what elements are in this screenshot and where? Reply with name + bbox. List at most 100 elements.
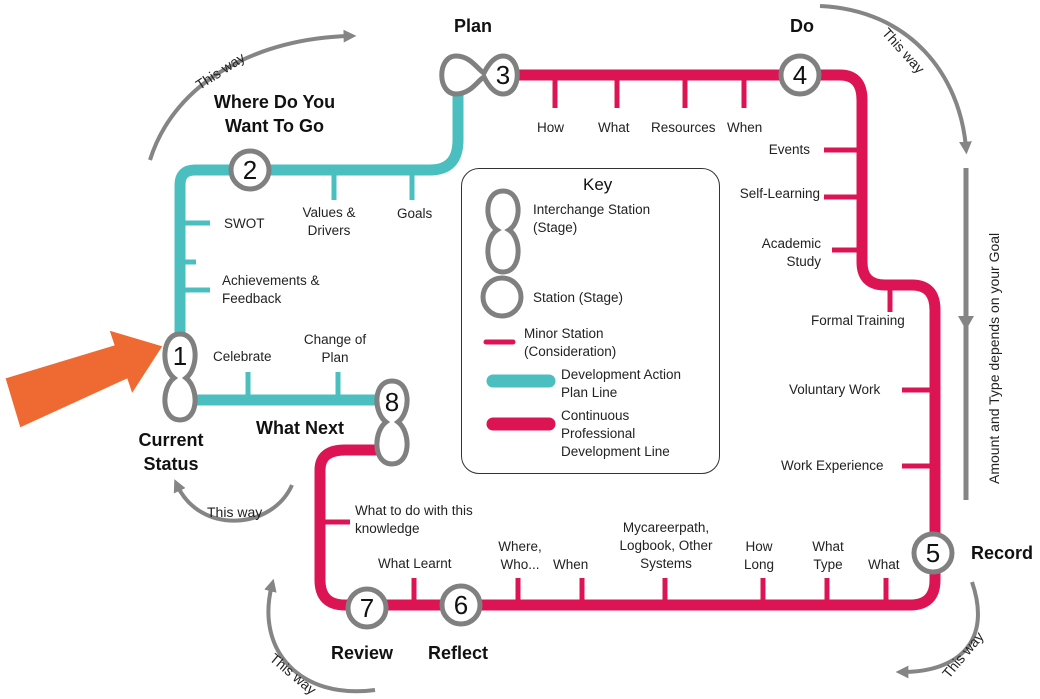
heading-review: Review	[331, 643, 394, 663]
label-values-line-1: Values &	[302, 205, 356, 220]
label-what-to-do-line-1: What to do with this	[355, 503, 473, 518]
interchange-station-1-shape	[162, 331, 198, 423]
station-4-number: 4	[792, 60, 808, 90]
label-change-line-1: Change of	[303, 332, 367, 347]
key-cpd-line-1: Continuous	[561, 408, 630, 423]
key-minor-line-2: (Consideration)	[524, 344, 617, 359]
label-what-type-line-1: What	[812, 539, 844, 554]
label-resources: Resources	[651, 120, 716, 135]
amount-and-type-text: Amount and Type depends on your Goal	[986, 232, 1002, 484]
key-minor-line-1: Minor Station	[524, 326, 604, 341]
label-systems-line-2: Logbook, Other	[619, 538, 713, 553]
label-what-learnt: What Learnt	[378, 556, 452, 571]
label-where-who-line-2: Who...	[500, 557, 540, 572]
label-systems-line-1: Mycareerpath,	[622, 520, 710, 535]
label-what-type-line-2: Type	[813, 557, 843, 572]
arrow-bottom-right	[895, 581, 980, 679]
station-3-number: 3	[495, 60, 511, 90]
key-cpd-line-2: Professional	[561, 426, 636, 441]
label-values-drivers: Values & Drivers	[292, 204, 366, 240]
label-achievements-line-1: Achievements &	[222, 273, 320, 288]
key-station-label: Station (Stage)	[533, 290, 624, 305]
label-academic-line-1: Academic	[761, 236, 821, 251]
arrow-bottom-left	[264, 578, 376, 694]
label-achievements-line-2: Feedback	[222, 291, 282, 306]
label-swot: SWOT	[224, 216, 265, 231]
cpd-line	[314, 69, 941, 611]
station-1-number: 1	[172, 341, 188, 371]
station-8-number: 8	[384, 387, 400, 417]
station-5-number: 5	[925, 538, 941, 568]
key-minor-label: Minor Station (Consideration)	[524, 325, 616, 361]
label-where-who: Where, Who...	[490, 538, 550, 574]
this-way-left-lower: This way	[207, 504, 263, 520]
key-dap-label: Development Action Plan Line	[561, 366, 681, 402]
key-interchange-label: Interchange Station (Stage)	[533, 201, 650, 237]
arrow-top-left	[148, 29, 357, 161]
teal-minor-ticks	[180, 170, 415, 400]
heading-current-line-2: Status	[143, 454, 199, 474]
label-what-to-do-with-knowledge: What to do with this knowledge	[355, 502, 473, 538]
label-how-long-line-1: How	[745, 539, 773, 554]
label-achievements-feedback: Achievements & Feedback	[222, 272, 320, 308]
label-voluntary-work: Voluntary Work	[789, 382, 881, 397]
this-way-arrows	[148, 4, 980, 694]
key-station-icon	[480, 275, 524, 319]
key-box	[461, 168, 720, 474]
label-when-bottom: When	[553, 557, 589, 572]
key-dap-line-1: Development Action	[561, 367, 682, 382]
label-work-experience: Work Experience	[781, 458, 884, 473]
key-interchange-line-2: (Stage)	[533, 220, 578, 235]
heading-where-line-2: Want To Go	[225, 116, 324, 136]
heading-where-do-you-want-to-go: Where Do You Want To Go	[202, 90, 347, 138]
label-how: How	[537, 120, 565, 135]
label-what-to-do-line-2: knowledge	[355, 521, 420, 536]
key-dap-line-2: Plan Line	[561, 385, 618, 400]
key-interchange-line-1: Interchange Station	[533, 202, 651, 217]
label-events: Events	[768, 142, 810, 157]
arrow-left-lower	[173, 479, 294, 523]
label-values-line-2: Drivers	[307, 223, 351, 238]
heading-where-line-1: Where Do You	[213, 92, 336, 112]
label-celebrate: Celebrate	[213, 349, 272, 364]
heading-what-next: What Next	[256, 418, 345, 438]
station-circles	[228, 53, 955, 630]
interchange-station-3-shape	[439, 53, 520, 97]
interchange-station-8-shape	[374, 378, 410, 467]
label-self-learning: Self-Learning	[739, 186, 820, 201]
key-title: Key	[583, 175, 613, 194]
label-what-type: What Type	[805, 538, 851, 574]
heading-current-status: Current Status	[126, 428, 216, 476]
label-systems-line-3: Systems	[640, 556, 692, 571]
station-2-number: 2	[242, 155, 258, 185]
label-how-long: How Long	[735, 538, 783, 574]
label-academic-line-2: Study	[786, 254, 821, 269]
station-7-number: 7	[359, 593, 375, 623]
label-what: What	[598, 120, 630, 135]
label-what-bottom: What	[868, 557, 900, 572]
label-academic-study: Academic Study	[740, 235, 821, 271]
development-action-plan-line	[174, 75, 464, 390]
key-cpd-label: Continuous Professional Development Line	[561, 407, 670, 461]
label-how-long-line-2: Long	[743, 557, 775, 572]
arrow-top-right	[819, 4, 972, 155]
label-systems: Mycareerpath, Logbook, Other Systems	[610, 519, 722, 573]
label-change-of-plan: Change of Plan	[295, 331, 375, 367]
label-goals: Goals	[397, 206, 433, 221]
magenta-minor-ticks	[320, 75, 935, 605]
heading-record: Record	[971, 543, 1034, 563]
heading-plan: Plan	[454, 16, 493, 36]
label-where-who-line-1: Where,	[498, 539, 542, 554]
amount-arrow	[958, 168, 974, 500]
start-here-arrow	[4, 329, 164, 429]
heading-do: Do	[790, 16, 814, 36]
label-change-line-2: Plan	[321, 350, 349, 365]
station-6-number: 6	[453, 590, 469, 620]
key-interchange-icon	[485, 188, 521, 275]
heading-reflect: Reflect	[428, 643, 489, 663]
label-when: When	[727, 120, 763, 135]
key-cpd-line-3: Development Line	[561, 444, 670, 459]
label-formal-training: Formal Training	[811, 313, 905, 328]
heading-current-line-1: Current	[138, 430, 204, 450]
